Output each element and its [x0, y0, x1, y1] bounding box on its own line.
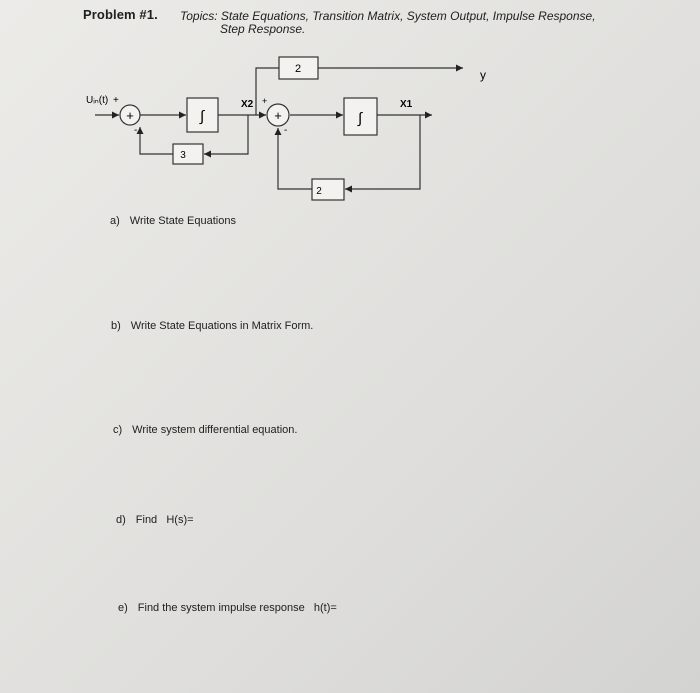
topics-line-2: Step Response. [220, 22, 306, 36]
question-b: b) Write State Equations in Matrix Form. [111, 320, 313, 332]
state-x1-label: X1 [400, 99, 413, 110]
question-e-text: Find the system impulse response h(t)= [137, 602, 337, 614]
question-a-letter: a) [110, 215, 120, 227]
sum2-symbol: + [274, 108, 282, 123]
question-a-text: Write State Equations [129, 215, 236, 227]
question-d-text: Find H(s)= [135, 514, 194, 526]
output-label: y [480, 68, 486, 82]
gain-feedback-x1-value: 2 [316, 186, 322, 197]
question-b-text: Write State Equations in Matrix Form. [130, 320, 314, 332]
integrator-1-block [186, 97, 219, 133]
sum1-input-sign: + [113, 95, 119, 106]
sum2-feedback-sign: - [284, 125, 287, 136]
question-d-letter: d) [116, 514, 126, 526]
question-d: d) Find H(s)= [116, 514, 194, 526]
input-label: Uᵢₙ(t) [86, 95, 108, 106]
state-x2-label: X2 [241, 99, 254, 110]
feedback-x2-line [204, 115, 249, 158]
summing-junction-1 [119, 104, 141, 126]
feedforward-line [255, 67, 279, 115]
question-c: c) Write system differential equation. [113, 424, 297, 436]
feedback-x1-return-line [274, 127, 312, 190]
gain-feedback-x1-block [311, 178, 345, 201]
gain-top-value: 2 [295, 63, 301, 75]
question-c-text: Write system differential equation. [132, 424, 298, 436]
problem-label: Problem #1. [83, 7, 158, 22]
sum1-feedback-sign: - [134, 125, 137, 136]
question-e-letter: e) [118, 602, 128, 614]
block-diagram: + ∫ + ∫ 2 3 2 Uᵢₙ(t) + - X2 + - X1 y [86, 56, 486, 201]
sum2-input-sign: + [262, 96, 267, 106]
integrator-2-block [343, 97, 378, 136]
sum1-symbol: + [126, 108, 134, 123]
topics-line-1: Topics: State Equations, Transition Matr… [180, 9, 596, 23]
question-a: a) Write State Equations [110, 215, 236, 227]
question-e: e) Find the system impulse response h(t)= [118, 602, 337, 614]
feedback-x1-line [345, 115, 421, 193]
summing-junction-2 [266, 103, 290, 127]
integrator-1-symbol: ∫ [199, 108, 206, 125]
feedback-x2-return-line [136, 126, 173, 155]
gain-top-block [278, 56, 319, 80]
integrator-2-symbol: ∫ [357, 110, 364, 127]
question-c-letter: c) [113, 424, 123, 436]
gain-feedback-x2-value: 3 [180, 150, 186, 161]
gain-feedback-x2-block [172, 143, 204, 165]
question-b-letter: b) [111, 320, 121, 332]
